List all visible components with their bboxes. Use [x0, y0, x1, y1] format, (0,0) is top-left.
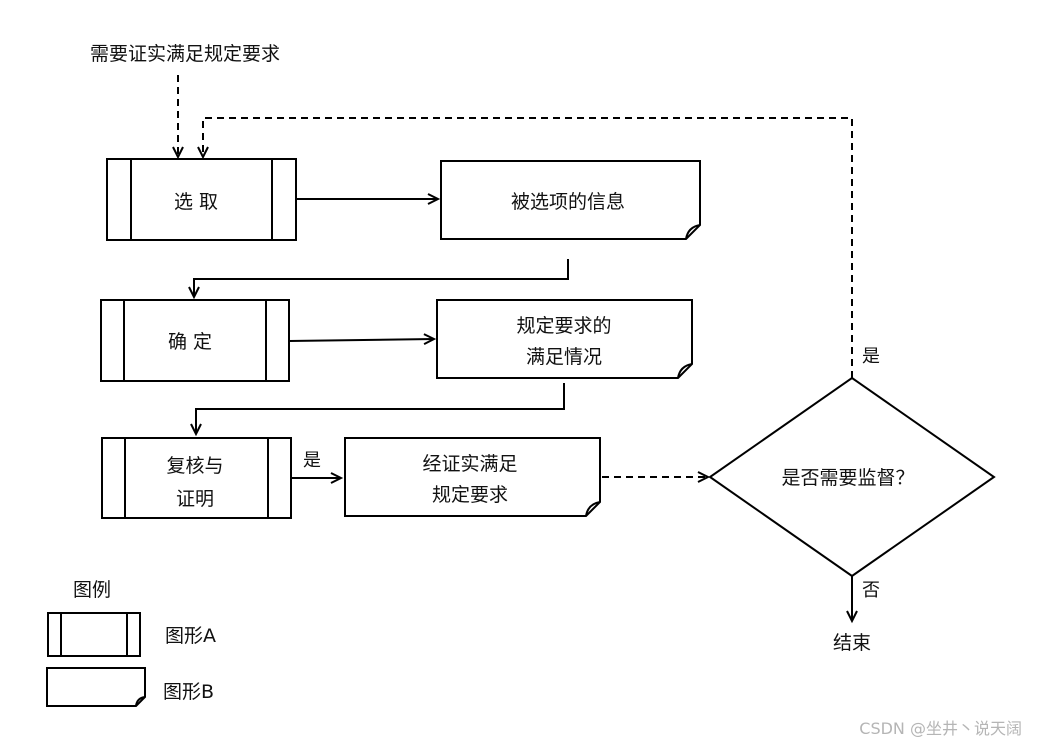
- legend-shape-a: [47, 612, 141, 657]
- selected-info-label: 被选项的信息: [511, 191, 625, 213]
- feedback-loop-arrow: [197, 117, 853, 378]
- select-process-box: 选 取: [106, 158, 297, 241]
- legend-title: 图例: [73, 579, 111, 601]
- supervision-decision: 是否需要监督？: [708, 376, 996, 578]
- watermark: CSDN @坐井丶说天阔: [859, 719, 1022, 738]
- decision-no-label: 否: [862, 580, 880, 601]
- legend-shape-b-label: 图形B: [163, 681, 214, 703]
- review-process-box: 复核与 证明: [101, 437, 292, 519]
- review-label-line1: 复核与: [166, 455, 223, 477]
- decision-yes-label: 是: [862, 346, 880, 367]
- legend-shape-b: [46, 667, 146, 707]
- verified-label-line1: 经证实满足: [422, 453, 517, 475]
- info-to-confirm-arrow: [188, 259, 569, 300]
- confirm-process-box: 确 定: [100, 299, 290, 382]
- end-label: 结束: [833, 632, 871, 654]
- status-label-line1: 规定要求的: [516, 315, 611, 337]
- legend-shape-a-label: 图形A: [165, 625, 216, 647]
- review-yes-label: 是: [303, 450, 321, 471]
- verified-label-line2: 规定要求: [432, 484, 508, 506]
- status-document: 规定要求的 满足情况: [436, 299, 693, 379]
- status-to-review-arrow: [190, 383, 565, 437]
- decision-question: 是否需要监督？: [781, 467, 914, 489]
- verified-document: 经证实满足 规定要求: [344, 437, 601, 517]
- status-label-line2: 满足情况: [526, 346, 602, 368]
- select-label: 选 取: [174, 191, 218, 213]
- review-label-line2: 证明: [176, 488, 214, 510]
- trigger-text: 需要证实满足规定要求: [90, 43, 280, 65]
- selected-info-document: 被选项的信息: [440, 160, 701, 240]
- confirm-label: 确 定: [168, 331, 212, 353]
- confirm-to-status-arrow: [288, 333, 437, 346]
